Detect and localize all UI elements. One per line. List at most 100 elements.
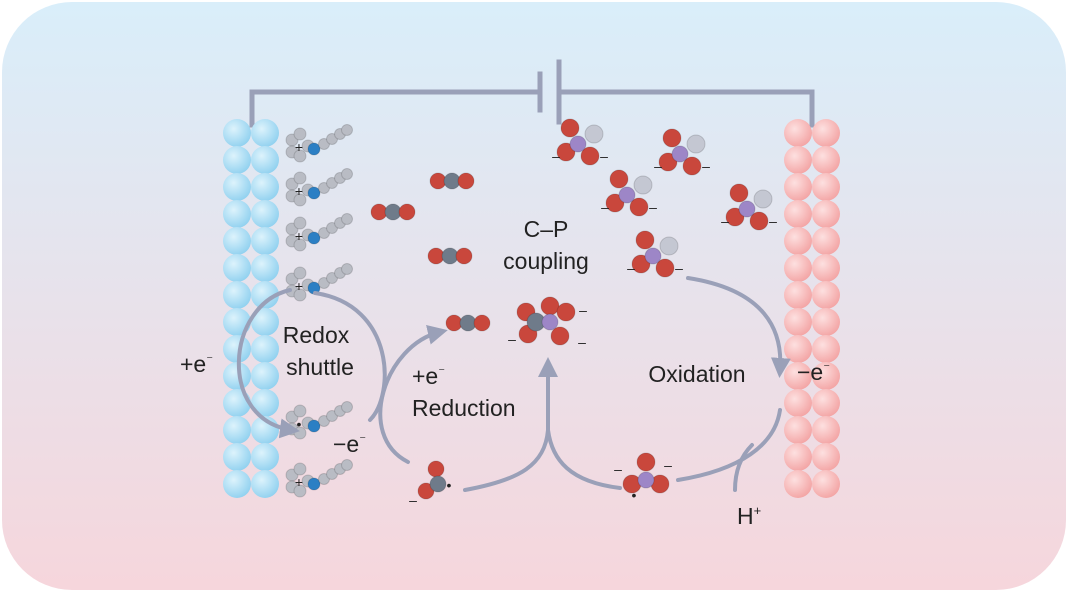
carbon-atom [429, 475, 447, 493]
co2-radical-anion: –• [409, 460, 452, 508]
cathode-particle [223, 443, 251, 471]
nitrogen-atom [307, 231, 321, 245]
anode-particle [784, 227, 812, 255]
phosphite-anion: –– [601, 169, 657, 217]
oxygen-atom [662, 128, 682, 148]
oxygen-atom [455, 247, 473, 265]
anode-particle [784, 119, 812, 147]
heavy-atom [753, 189, 773, 209]
oxygen-atom [540, 296, 560, 316]
anode-particle [784, 173, 812, 201]
anode-particle [812, 308, 840, 336]
charge-minus: – [702, 158, 710, 174]
co2-molecule [370, 203, 416, 221]
cathode-particle [223, 470, 251, 498]
mediator-charge: + [295, 228, 303, 244]
oxygen-atom [605, 193, 625, 213]
anode-particle [812, 335, 840, 363]
cathode-external-electron-label: +e⁻ [180, 351, 213, 377]
mediator-charge: + [295, 278, 303, 294]
cathode-particle [251, 254, 279, 282]
oxygen-atom [725, 207, 745, 227]
cathode-particle [251, 443, 279, 471]
anode-particle [784, 416, 812, 444]
chain-atom [326, 133, 338, 145]
radical-dot: • [632, 487, 637, 503]
phosphite-anion: –– [721, 183, 777, 231]
oxygen-atom [417, 482, 435, 500]
pyridinium-mediator: + [285, 213, 353, 252]
charge-minus: – [578, 334, 586, 350]
charge-minus: – [769, 213, 777, 229]
oxygen-atom [580, 146, 600, 166]
chain-atom [326, 272, 338, 284]
anode-particle [812, 281, 840, 309]
ring-atom [293, 127, 307, 141]
anode-particle [812, 470, 840, 498]
phosphite-anion: –– [654, 128, 710, 176]
charge-minus: – [600, 148, 608, 164]
cathode-particle [223, 227, 251, 255]
charge-minus: – [675, 260, 683, 276]
anode-particle [812, 254, 840, 282]
mediator-charge: • [297, 416, 302, 432]
cp-coupling-label: C–P [524, 216, 569, 242]
chain-atom [318, 138, 330, 150]
heavy-atom [633, 175, 653, 195]
oxygen-atom [398, 203, 416, 221]
ring-atom [293, 462, 307, 476]
co2-molecule [429, 172, 475, 190]
phosphite-radical: ––• [614, 452, 672, 503]
charge-minus: – [579, 302, 587, 318]
nitrogen-atom [307, 477, 321, 491]
radical-dot: • [447, 477, 452, 493]
anode-particle [812, 146, 840, 174]
nitrogen-atom [307, 142, 321, 156]
cp-coupling-product: – – – [508, 296, 587, 350]
charge-minus: – [601, 199, 609, 215]
cathode-particle [251, 308, 279, 336]
ring-atom [293, 266, 307, 280]
cathode-particle [251, 470, 279, 498]
phosphorus-atom [569, 135, 587, 153]
anode-particle [784, 308, 812, 336]
ring-atom [293, 288, 307, 302]
pyridinium-mediator: + [285, 168, 353, 207]
chain-atom [341, 263, 353, 275]
charge-minus: – [508, 331, 516, 347]
cathode-particle [223, 389, 251, 417]
anode-electrode [784, 119, 840, 498]
anode-particle [784, 146, 812, 174]
oxygen-atom [749, 211, 769, 231]
charge-minus: – [664, 457, 672, 473]
external-circuit [249, 59, 815, 128]
oxygen-atom [560, 118, 580, 138]
co2-molecule [427, 247, 473, 265]
anode-particle [812, 227, 840, 255]
molecules: ––––––––––––––•––• [370, 118, 777, 508]
mediator-oxidation-electron-label: −e⁻ [333, 431, 366, 457]
charge-minus: – [627, 260, 635, 276]
redox-shuttle-arrow-left [236, 288, 300, 439]
proton-label: H+ [737, 503, 761, 529]
anode-particle [812, 173, 840, 201]
pyridinium-mediator: + [285, 124, 353, 163]
phosphorus-atom [541, 313, 559, 331]
cathode-particle [251, 335, 279, 363]
chain-atom [318, 473, 330, 485]
cathode-particle [223, 119, 251, 147]
redox-shuttle-label-line2: shuttle [286, 354, 354, 380]
ring-atom [293, 484, 307, 498]
chain-atom [341, 401, 353, 413]
cathode-particle [251, 173, 279, 201]
cathode-particle [223, 416, 251, 444]
mediator-charge: + [295, 183, 303, 199]
oxygen-atom [631, 254, 651, 274]
oxygen-atom [635, 230, 655, 250]
phosphorus-atom [671, 145, 689, 163]
charge-minus: – [721, 213, 729, 229]
oxygen-atom [682, 156, 702, 176]
oxygen-atom [556, 302, 576, 322]
chain-atom [341, 168, 353, 180]
anode-particle [784, 335, 812, 363]
